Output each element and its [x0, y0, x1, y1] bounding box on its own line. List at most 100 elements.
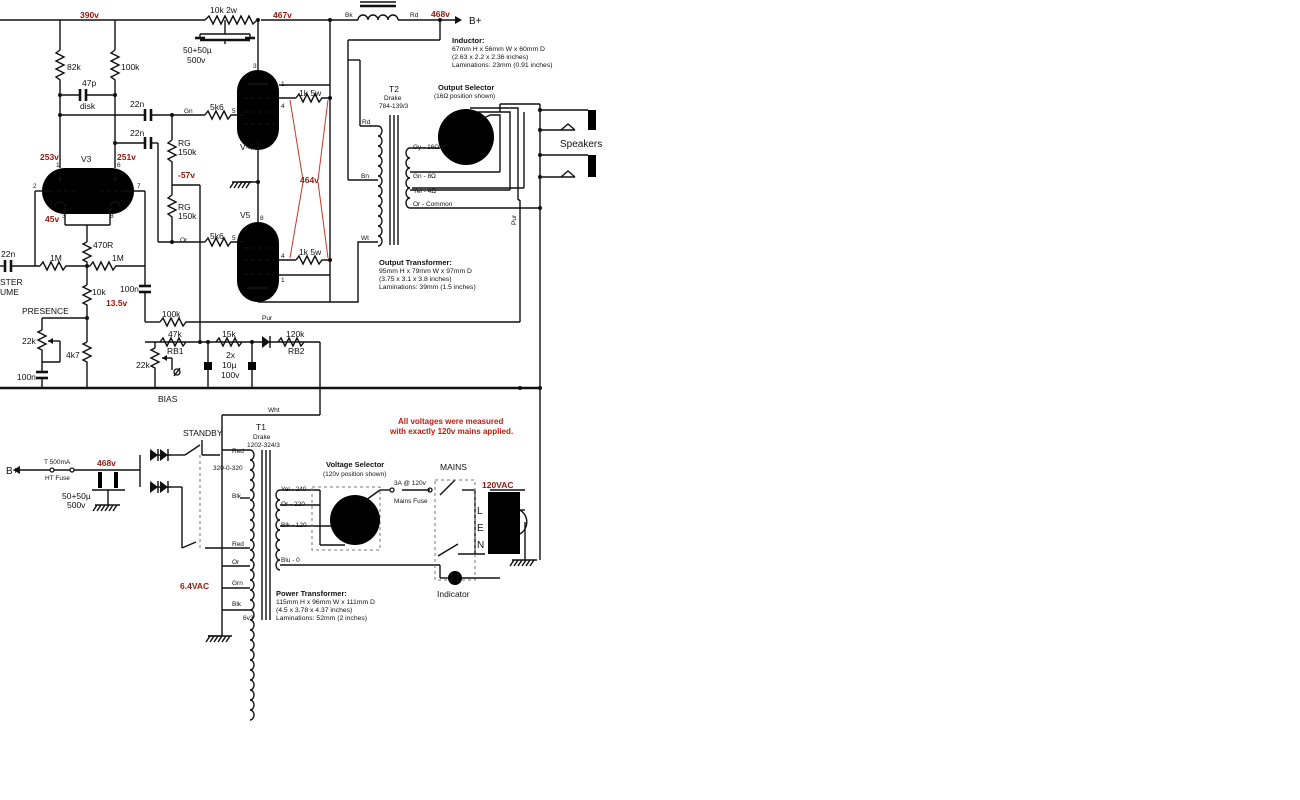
label-100n-b: 100n [17, 372, 36, 382]
label-468v-b: 468v [97, 458, 116, 468]
label-standby: STANDBY [183, 428, 223, 438]
label-100n-a: 100n [120, 284, 139, 294]
label-4k7: 4k7 [66, 350, 80, 360]
pin-v3-1: 1 [56, 162, 60, 169]
label-inductor-l3: Laminations: 23mm (0.91 inches) [452, 62, 553, 69]
pin-v5-3: 3 [253, 295, 257, 302]
label-wht: Wht [268, 407, 280, 414]
label-t2-part: 784-139/3 [379, 103, 409, 110]
plate-resistors [54, 49, 145, 168]
label-ot-l2: (3.75 x 3.1 x 3.8 inches) [379, 276, 452, 283]
label-468v: 468v [431, 9, 450, 19]
pin-v4-3: 3 [253, 63, 257, 70]
tube-v4 [237, 62, 330, 182]
label-fuse-ht2: HT Fuse [45, 475, 70, 482]
pin-v4-4: 4 [281, 103, 285, 110]
label-pt-l1: 115mm H x 96mm W x 111mm D [276, 599, 375, 606]
label-t2-wt: Wt [361, 235, 369, 242]
label-47p: 47p [82, 78, 96, 88]
label-ume: UME [0, 287, 19, 297]
label-470r: 470R [93, 240, 113, 250]
label-tap-220: Or - 220 [281, 501, 305, 508]
voltage-arrows-464 [289, 99, 329, 259]
label-15k: 15k [222, 329, 236, 339]
label-22n-b: 22n [130, 128, 144, 138]
pin-v3-2: 2 [33, 183, 37, 190]
pin-v3-8: 8 [110, 213, 114, 220]
pin-v3-7: 7 [137, 183, 141, 190]
label-pt-title: Power Transformer: [276, 589, 347, 598]
label-bias: BIAS [158, 394, 178, 404]
label-22k-b: 22k [136, 360, 150, 370]
pin-v5-1: 1 [281, 277, 285, 284]
label-5k6-b: 5k6 [210, 231, 224, 241]
tube-v5 [237, 182, 378, 303]
label-t1-or: Or [232, 559, 240, 566]
label-bplus: B+ [469, 16, 482, 27]
label-t1-red2: Red [232, 541, 244, 548]
label-10k2w: 10k 2w [210, 5, 238, 15]
top-rail [0, 1, 462, 302]
label-v3: V3 [81, 154, 92, 164]
label-22n-in: 22n [1, 249, 15, 259]
label-bplus-left: B+ [6, 466, 19, 477]
label-output-selector-sub: (16Ω position shown) [434, 93, 495, 100]
label-fuse-ht: T 500mA [44, 459, 71, 466]
label-t1-red1: Red [232, 448, 244, 455]
label-t2-bn: Bn [361, 173, 369, 180]
label-voltage-selector-sub: (120v position shown) [323, 471, 386, 478]
label-cap-b: 50+50µ [62, 491, 91, 501]
pin-v4-1: 1 [281, 81, 285, 88]
label-tap-240: Yel - 240 [281, 486, 307, 493]
label-rb2: RB2 [288, 346, 305, 356]
label-cap-b-v: 500v [67, 500, 86, 510]
label-22k-a: 22k [22, 336, 36, 346]
label-ster: STER [0, 277, 23, 287]
label-tap-16: Gy - 16Ω [413, 144, 439, 151]
label-t1-6v3: 6v3 [243, 615, 254, 622]
label-1m-b: 1M [112, 253, 124, 263]
power-supply [13, 440, 440, 721]
pin-v4-8: 8 [260, 143, 264, 150]
label-pt-l3: Laminations: 52mm (2 inches) [276, 615, 367, 622]
speaker-jacks [538, 104, 596, 388]
label-tap-120: Blk - 120 [281, 522, 307, 529]
label-pur-right: Pur [511, 214, 518, 225]
label-6-4vac: 6.4VAC [180, 581, 209, 591]
label-rg-a2: 150k [178, 147, 197, 157]
label-1k5w-b: 1k 5w [299, 247, 322, 257]
label-ot-title: Output Transformer: [379, 258, 452, 267]
label-1m-a: 1M [50, 253, 62, 263]
label-5k6-a: 5k6 [210, 102, 224, 112]
label-speakers: Speakers [560, 139, 602, 150]
label-13-5v: 13.5v [106, 298, 128, 308]
label-rg-b1: RG [178, 202, 191, 212]
label-mains: MAINS [440, 462, 467, 472]
mains-input [402, 387, 541, 585]
label-n: N [477, 540, 484, 551]
label-t1-blk2: Blk [232, 601, 242, 608]
label-t2-rd: Rd [362, 119, 371, 126]
label-t1-part: 1202-324/3 [247, 442, 280, 449]
label-rg-a1: RG [178, 138, 191, 148]
label-pt-l2: (4.5 x 3.78 x 4.37 inches) [276, 607, 352, 614]
label-output-selector: Output Selector [438, 83, 494, 92]
label-10k: 10k [92, 287, 106, 297]
coupling-caps [143, 109, 240, 342]
junction-dots [58, 18, 542, 390]
output-transformer-t2 [348, 59, 540, 247]
label-rb1: RB1 [167, 346, 184, 356]
label-disk: disk [80, 101, 96, 111]
label-pur-bot: Pur [262, 315, 273, 322]
label-82k: 82k [67, 62, 81, 72]
label-2x: 2x [226, 350, 236, 360]
label-47k: 47k [168, 329, 182, 339]
label-120vac: 120VAC [482, 480, 514, 490]
label-t1: T1 [256, 422, 266, 432]
label-10u: 10µ [222, 360, 236, 370]
label-inductor-l1: 67mm H x 56mm W x 60mm D [452, 46, 545, 53]
label-100k-top: 100k [121, 62, 140, 72]
label-inductor-title: Inductor: [452, 36, 485, 45]
label-45v: 45v [45, 214, 59, 224]
label-t1-grn: Grn [232, 580, 243, 587]
